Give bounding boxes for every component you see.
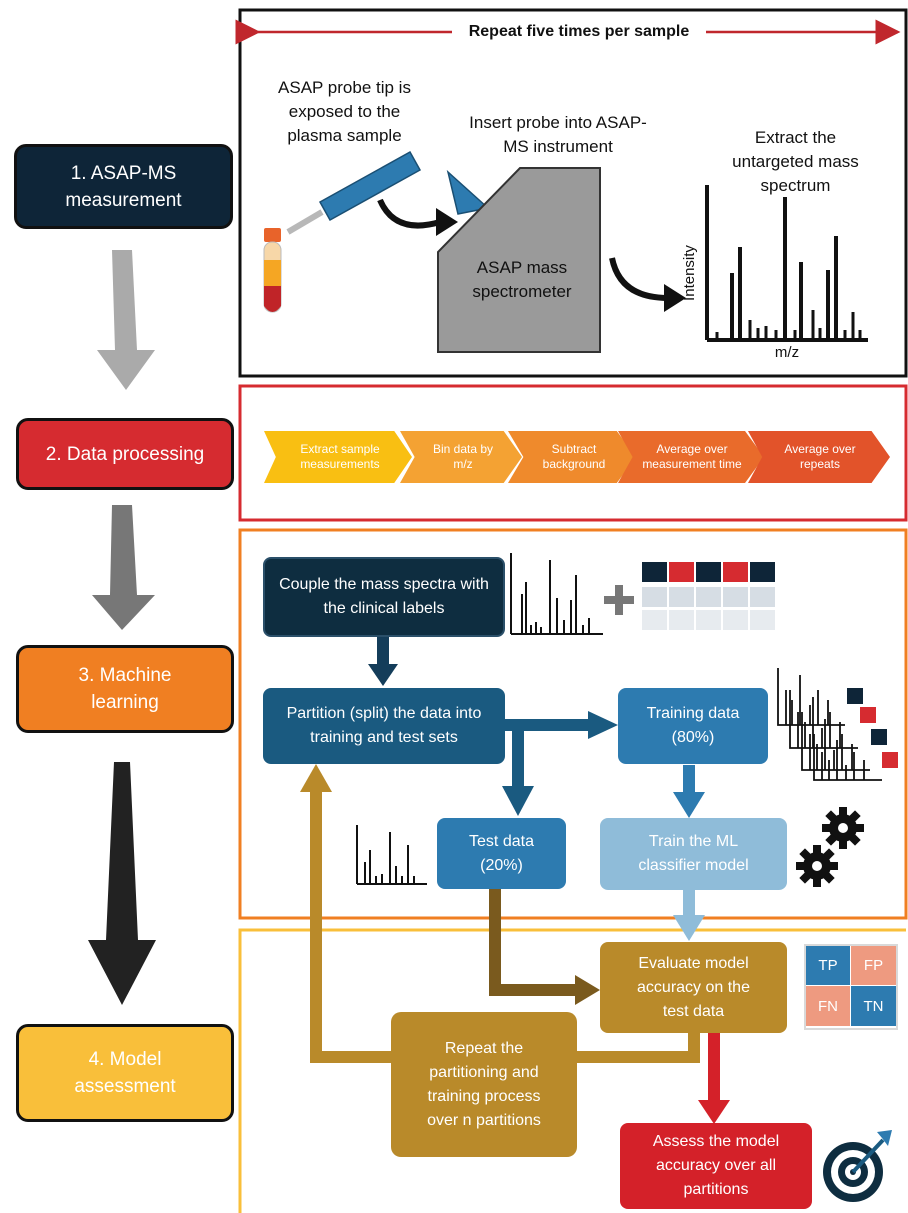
repeat-box: Repeat the partitioning and training pro… (391, 1012, 577, 1157)
repeat-label: Repeat five times per sample (468, 23, 690, 40)
processing-panel (238, 384, 908, 522)
extract-caption: Extract the untargeted mass spectrum (732, 128, 859, 195)
test-data-text: Test data (20%) (469, 832, 534, 874)
couple-text: Couple the mass spectra with the clinica… (279, 576, 489, 617)
stage-arrow-1 (97, 250, 155, 390)
confusion-tp: TP (806, 946, 851, 986)
stage-box-data-processing: 2. Data processing (16, 418, 234, 490)
small-spectrum-2 (356, 825, 427, 885)
training-data-box: Training data (80%) (618, 688, 768, 764)
stage-box-machine-learning: 3. Machine learning (16, 645, 234, 733)
evaluate-box: Evaluate model accuracy on the test data (600, 942, 787, 1033)
x-axis-label: m/z (774, 344, 800, 361)
probe-icon (286, 150, 422, 235)
y-axis-label: Intensity (681, 245, 698, 301)
small-spectrum-1 (510, 553, 603, 635)
insert-caption: Insert probe into ASAP-MS instrument (469, 113, 647, 156)
process-step-label: Extract sample measurements (300, 442, 380, 471)
mass-spectrometer-icon (437, 167, 601, 353)
target-icon (823, 1130, 892, 1202)
flow-arrows (300, 637, 730, 1124)
couple-box: Couple the mass spectra with the clinica… (263, 557, 505, 637)
curved-arrow-1 (377, 198, 441, 229)
confusion-fp: FP (851, 946, 896, 986)
stage-label: 4. Model assessment (74, 1049, 176, 1097)
stage-box-asap-ms: 1. ASAP-MS measurement (14, 144, 233, 229)
stage-label: 3. Machine learning (78, 665, 172, 713)
test-data-box: Test data (20%) (437, 818, 566, 889)
training-spectra-stack (777, 668, 882, 781)
process-step-subtract: Subtract background (508, 431, 636, 483)
label-square-2 (860, 707, 876, 723)
probe-caption: ASAP probe tip is exposed to the plasma … (278, 78, 411, 145)
measurement-panel (238, 8, 908, 378)
gear-icon (796, 807, 864, 887)
process-step-bin: Bin data by m/z (400, 431, 522, 483)
process-step-label: Average over repeats (784, 442, 856, 471)
train-model-text: Train the ML classifier model (638, 833, 749, 874)
label-table (642, 562, 775, 630)
partition-text: Partition (split) the data into training… (286, 705, 482, 746)
label-square-1 (847, 688, 863, 704)
assess-box: Assess the model accuracy over all parti… (620, 1123, 812, 1209)
test-tube-icon (263, 228, 282, 313)
process-step-label: Average over measurement time (642, 442, 742, 471)
curved-arrow-2 (609, 257, 669, 301)
assess-text: Assess the model accuracy over all parti… (652, 1133, 780, 1198)
confusion-fn: FN (806, 986, 851, 1026)
partition-box: Partition (split) the data into training… (263, 688, 505, 764)
instrument-caption: ASAP mass spectrometer (472, 258, 572, 301)
confusion-matrix: TP FP FN TN (804, 944, 898, 1030)
mass-spectrum-plot (705, 185, 868, 342)
train-model-box: Train the ML classifier model (600, 818, 787, 890)
stage-arrow-3 (88, 762, 156, 1005)
repeat-text: Repeat the partitioning and training pro… (427, 1039, 541, 1129)
curved-arrow-2-head (664, 284, 686, 312)
confusion-tn: TN (851, 986, 896, 1026)
label-square-3 (871, 729, 887, 745)
process-step-average-time: Average over measurement time (618, 431, 764, 483)
process-step-label: Subtract background (542, 442, 606, 471)
plus-icon (604, 585, 634, 615)
stage-box-model-assessment: 4. Model assessment (16, 1024, 234, 1122)
label-square-4 (882, 752, 898, 768)
stage-arrow-2 (92, 505, 155, 630)
curved-arrow-1-head (436, 208, 458, 236)
process-step-label: Bin data by m/z (432, 442, 494, 471)
stage-label: 1. ASAP-MS measurement (65, 162, 182, 211)
training-data-text: Training data (80%) (646, 705, 740, 746)
process-step-average-repeats: Average over repeats (748, 431, 890, 483)
ml-panel (238, 528, 908, 920)
stage-label: 2. Data processing (45, 443, 205, 465)
process-step-extract: Extract sample measurements (264, 431, 412, 483)
evaluate-text: Evaluate model accuracy on the test data (637, 954, 750, 1020)
